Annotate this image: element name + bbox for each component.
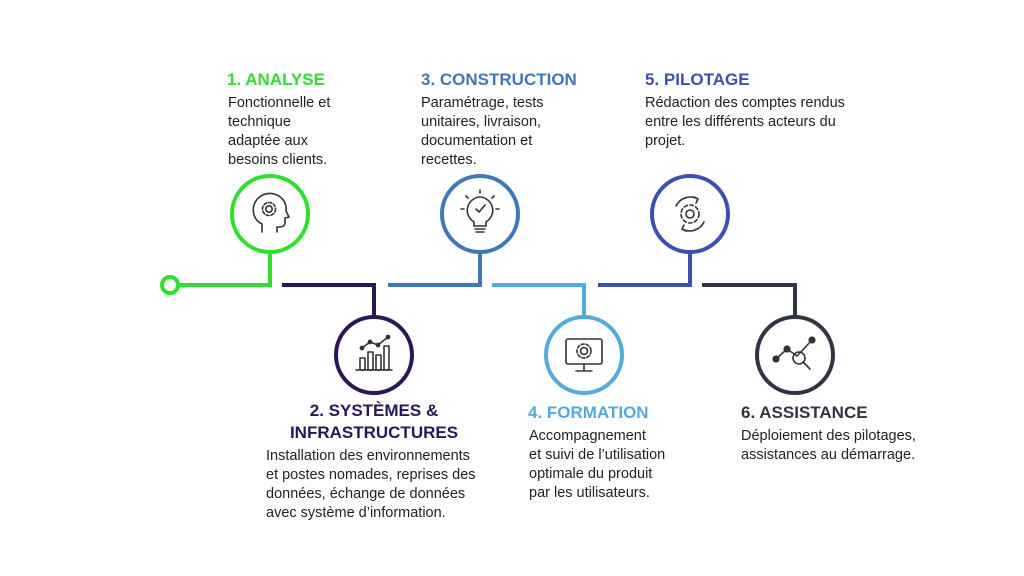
- timeline-segment-2: [282, 283, 376, 317]
- step-4-title: 4. FORMATION: [528, 403, 649, 422]
- chart-magnifier-icon: [772, 336, 816, 370]
- step-5-description: Rédaction des comptes rendus entre les d…: [645, 95, 845, 149]
- timeline-segment-5: [598, 253, 692, 287]
- timeline-start-dot: [160, 275, 180, 295]
- timeline-segment-4: [492, 283, 586, 317]
- lightbulb-icon: [460, 189, 500, 233]
- gear-cycle-icon: [675, 196, 705, 232]
- step-2-description: Installation des environnements et poste…: [266, 448, 476, 521]
- head-gear-icon: [252, 192, 290, 233]
- timeline-segment-1: [178, 253, 272, 287]
- bar-chart-icon: [355, 334, 393, 371]
- step-4-description: Accompagnement et suivi de l’utilisation…: [529, 428, 666, 501]
- step-1-circle: [230, 174, 310, 254]
- step-2-title: 2. SYSTÈMES & INFRASTRUCTURES: [289, 401, 459, 442]
- step-6-title: 6. ASSISTANCE: [741, 403, 868, 422]
- step-5-circle: [650, 174, 730, 254]
- step-6-description: Déploiement des pilotages, assistances a…: [741, 428, 916, 463]
- timeline-segment-3: [388, 253, 482, 287]
- step-3-title: 3. CONSTRUCTION: [421, 70, 577, 89]
- step-3-description: Paramétrage, tests unitaires, livraison,…: [421, 95, 544, 168]
- step-1-title: 1. ANALYSE: [227, 70, 325, 89]
- step-2-circle: [334, 315, 414, 395]
- step-5-title: 5. PILOTAGE: [645, 70, 750, 89]
- timeline-segment-6: [702, 283, 797, 317]
- step-1-description: Fonctionnelle et technique adaptée aux b…: [228, 95, 331, 168]
- step-3-circle: [440, 174, 520, 254]
- monitor-gear-icon: [565, 338, 603, 372]
